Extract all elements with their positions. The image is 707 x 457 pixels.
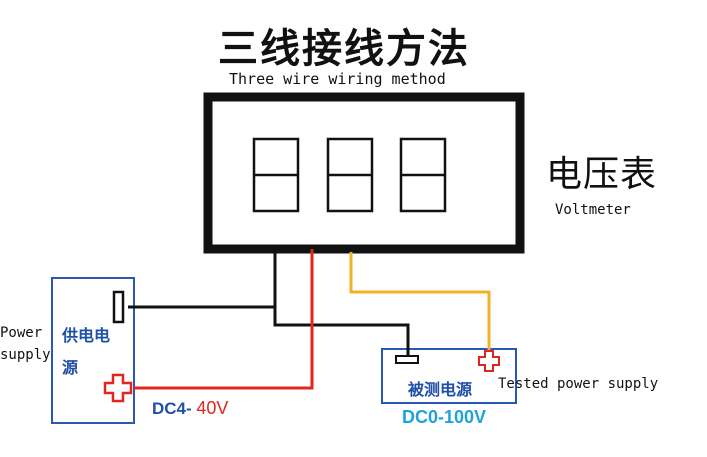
digit-3 <box>399 137 447 213</box>
red-wire <box>134 249 314 390</box>
black-wire-branch <box>273 307 410 355</box>
tested-supply-range: DC0-100V <box>402 407 487 427</box>
digit-1 <box>252 137 300 213</box>
power-supply-label-english: Power supply <box>0 325 51 363</box>
minus-terminal-icon <box>395 355 419 364</box>
title-chinese: 三线接线方法 <box>218 26 470 72</box>
power-supply-label-chinese: 供电电源 <box>62 326 111 377</box>
voltmeter-label-chinese: 电压表 <box>546 154 658 195</box>
tested-supply-label-english: Tested power supply <box>498 376 659 392</box>
black-wire <box>128 249 277 309</box>
plus-terminal-icon <box>103 373 133 403</box>
voltmeter-label-english: Voltmeter <box>555 202 631 218</box>
title-english: Three wire wiring method <box>229 70 446 88</box>
minus-terminal-icon <box>112 290 125 324</box>
power-supply-range: DC4- 40V <box>152 398 228 419</box>
yellow-wire <box>349 252 491 354</box>
plus-terminal-icon <box>478 350 500 372</box>
power-supply-range-prefix: DC4- <box>152 399 192 418</box>
seven-segment-display <box>252 137 447 213</box>
voltmeter-housing <box>203 92 525 254</box>
digit-2 <box>326 137 374 213</box>
power-supply-range-value: 40V <box>196 398 229 418</box>
tested-supply-label-chinese: 被测电源 <box>408 380 473 399</box>
